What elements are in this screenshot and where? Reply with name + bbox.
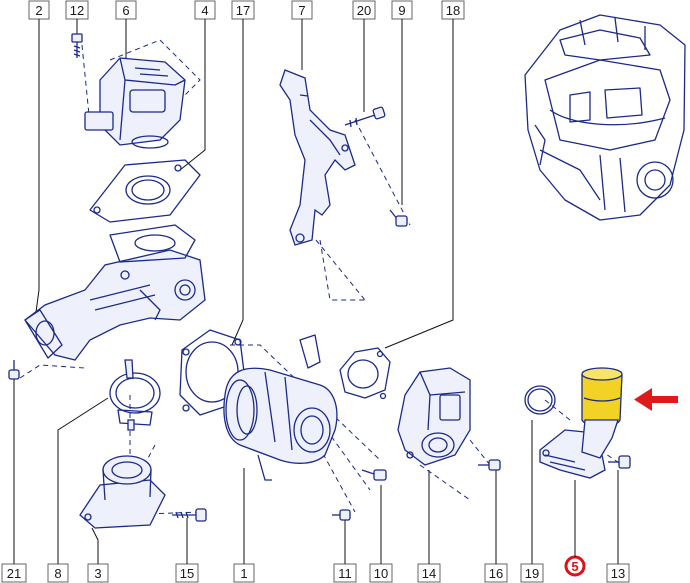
svg-text:21: 21: [7, 566, 21, 581]
callout-box-6[interactable]: 6: [115, 0, 137, 20]
part-4-gasket[interactable]: [89, 159, 201, 223]
callout-box-9[interactable]: 9: [391, 0, 413, 20]
svg-text:5: 5: [571, 559, 578, 574]
svg-text:11: 11: [338, 566, 352, 581]
svg-text:2: 2: [35, 3, 42, 18]
part-10-bolt[interactable]: [361, 469, 387, 481]
part-19-o-ring[interactable]: [524, 385, 556, 415]
svg-text:4: 4: [201, 3, 208, 18]
svg-text:10: 10: [374, 566, 388, 581]
svg-text:19: 19: [525, 566, 539, 581]
part-11-bolt[interactable]: [332, 509, 351, 521]
callout-box-3[interactable]: 3: [87, 563, 109, 583]
part-1-egr-cooler[interactable]: [223, 334, 338, 481]
callout-box-2[interactable]: 2: [28, 0, 50, 20]
part-14-egr-valve[interactable]: [397, 367, 471, 466]
callout-box-7[interactable]: 7: [291, 0, 313, 20]
svg-text:20: 20: [357, 3, 371, 18]
part-7-bracket[interactable]: [279, 69, 356, 246]
part-3-flange-pipe[interactable]: [79, 455, 166, 529]
svg-text:8: 8: [54, 566, 61, 581]
callout-box-14[interactable]: 14: [417, 563, 441, 583]
svg-text:17: 17: [236, 3, 250, 18]
svg-text:9: 9: [398, 3, 405, 18]
callout-box-10[interactable]: 10: [369, 563, 393, 583]
part-18-gasket[interactable]: [339, 347, 391, 400]
part-6-throttle-actuator[interactable]: [84, 57, 186, 149]
svg-text:18: 18: [446, 3, 460, 18]
svg-text:3: 3: [94, 566, 101, 581]
svg-text:12: 12: [70, 3, 84, 18]
part-9-bolt[interactable]: [389, 209, 408, 227]
svg-text:6: 6: [122, 3, 129, 18]
callout-box-13[interactable]: 13: [606, 563, 630, 583]
callout-box-15[interactable]: 15: [175, 563, 199, 583]
callout-box-16[interactable]: 16: [484, 563, 508, 583]
leader-lines: [13, 19, 619, 564]
svg-text:7: 7: [298, 3, 305, 18]
callout-box-11[interactable]: 11: [333, 563, 357, 583]
part-16-bolt[interactable]: [478, 459, 501, 471]
svg-text:16: 16: [489, 566, 503, 581]
callout-box-18[interactable]: 18: [441, 0, 465, 20]
part-2-intake-manifold[interactable]: [24, 224, 206, 361]
part-21-bolt[interactable]: [8, 360, 20, 380]
part-13-bolt[interactable]: [608, 455, 631, 469]
engine-thumbnail-image: [524, 14, 686, 221]
part-8-clamp[interactable]: [109, 359, 161, 431]
part-20-bolt[interactable]: [344, 106, 386, 128]
part-12-bolt[interactable]: [71, 33, 83, 58]
svg-text:14: 14: [422, 566, 436, 581]
part-5-highlighted-pipe[interactable]: [539, 367, 623, 479]
part-15-bolt[interactable]: [172, 508, 207, 522]
svg-text:1: 1: [240, 566, 247, 581]
callout-box-1[interactable]: 1: [233, 563, 255, 583]
callout-box-12[interactable]: 12: [65, 0, 89, 20]
svg-text:13: 13: [611, 566, 625, 581]
callout-box-17[interactable]: 17: [231, 0, 255, 20]
callout-box-20[interactable]: 20: [352, 0, 376, 20]
callout-box-19[interactable]: 19: [520, 563, 544, 583]
callout-box-21[interactable]: 21: [1, 563, 27, 583]
red-arrow-icon: [634, 388, 678, 411]
callout-box-4[interactable]: 4: [194, 0, 216, 20]
callout-box-8[interactable]: 8: [47, 563, 69, 583]
callout-box-5-highlighted[interactable]: 5: [564, 555, 586, 577]
svg-text:15: 15: [180, 566, 194, 581]
